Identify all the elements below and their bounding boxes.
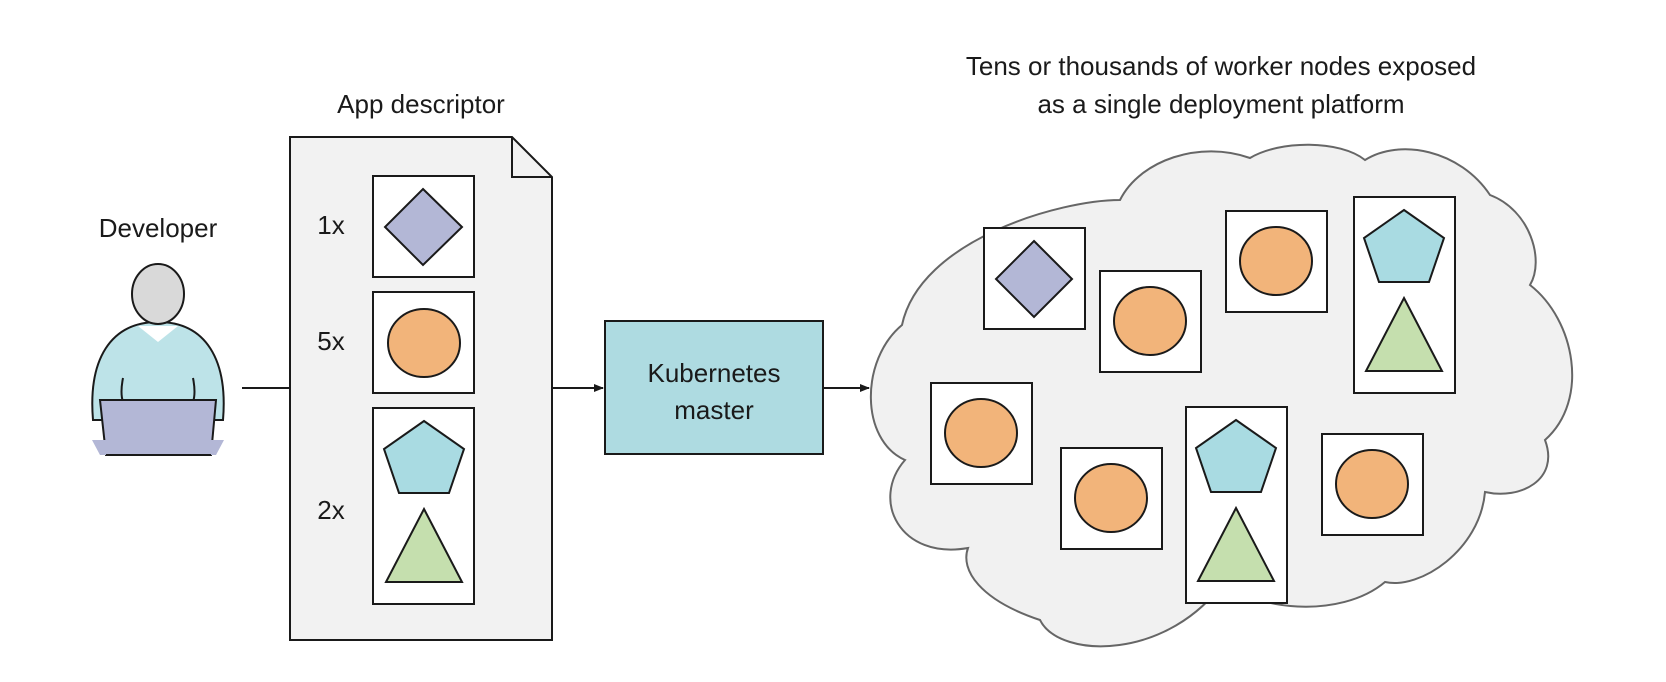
pentagon-icon	[1362, 208, 1446, 283]
triangle-icon	[1364, 295, 1444, 372]
app-descriptor: App descriptor 1x 5x 2x	[289, 89, 553, 641]
descriptor-count-2x: 2x	[317, 495, 344, 525]
circle-icon	[1239, 226, 1313, 296]
diamond-icon	[994, 239, 1074, 319]
worker-node	[1353, 196, 1456, 394]
cluster-label-line1: Tens or thousands of worker nodes expose…	[966, 51, 1476, 81]
document-fold	[511, 137, 552, 178]
worker-node	[983, 227, 1086, 330]
worker-node	[1060, 447, 1163, 550]
pentagon-icon	[1194, 418, 1278, 493]
circle-icon	[1113, 286, 1187, 356]
circle-icon	[1074, 463, 1148, 533]
triangle-icon	[384, 506, 464, 583]
worker-node	[1321, 433, 1424, 536]
descriptor-count-5x: 5x	[317, 326, 344, 356]
developer-head	[131, 263, 185, 325]
kubernetes-master: Kubernetes master	[604, 320, 824, 455]
app-descriptor-label: App descriptor	[337, 89, 505, 119]
descriptor-count-1x: 1x	[317, 210, 344, 240]
kubernetes-master-box	[604, 320, 824, 455]
kubernetes-master-label-line1: Kubernetes	[648, 358, 781, 388]
circle-icon	[1335, 449, 1409, 519]
cluster-label-line2: as a single deployment platform	[1037, 89, 1404, 119]
kubernetes-master-label-line2: master	[674, 395, 754, 425]
worker-node	[930, 382, 1033, 485]
developer-icon	[91, 263, 225, 456]
developer-label: Developer	[99, 213, 218, 243]
pentagon-icon	[382, 419, 466, 494]
worker-node	[1225, 210, 1328, 313]
developer: Developer	[91, 213, 225, 456]
worker-node	[1185, 406, 1288, 604]
diamond-icon	[383, 187, 464, 267]
worker-cluster: Tens or thousands of worker nodes expose…	[869, 51, 1574, 648]
circle-icon	[387, 308, 461, 378]
circle-icon	[944, 398, 1018, 468]
triangle-icon	[1196, 505, 1276, 582]
worker-node	[1099, 270, 1202, 373]
